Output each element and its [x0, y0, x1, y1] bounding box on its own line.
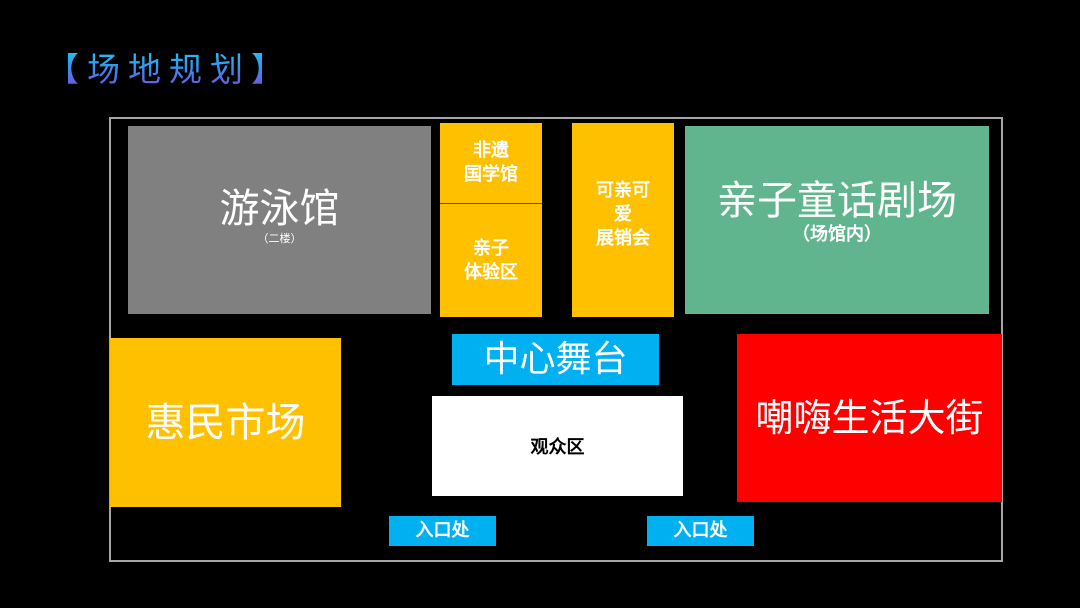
zone-swimming-pool: 游泳馆 （二楼） — [128, 126, 431, 314]
zone-parent-child-experience: 亲子 体验区 — [440, 204, 542, 317]
zone-divider — [440, 203, 542, 204]
zone-heritage-hall-line2: 国学馆 — [464, 164, 518, 185]
zone-cute-fair-line3: 展销会 — [596, 228, 650, 249]
zone-heritage-hall-line1: 非遗 — [473, 140, 509, 161]
zone-heritage-hall: 非遗 国学馆 — [440, 123, 542, 203]
zone-cute-fair-line2: 爱 — [614, 204, 632, 225]
entrance-right-label: 入口处 — [673, 520, 728, 541]
entrance-left: 入口处 — [389, 516, 496, 546]
zone-center-stage: 中心舞台 — [452, 334, 659, 385]
entrance-left-label: 入口处 — [415, 520, 470, 541]
zone-swimming-pool-label: 游泳馆 — [219, 186, 340, 232]
zone-street-label: 嘲嗨生活大街 — [755, 396, 984, 440]
zone-theater-label: 亲子童话剧场 — [717, 178, 957, 224]
zone-theater: 亲子童话剧场 （场馆内） — [685, 126, 989, 314]
zone-audience: 观众区 — [432, 396, 683, 496]
zone-cute-fair-line1: 可亲可 — [596, 180, 650, 201]
zone-parent-child-experience-line1: 亲子 — [473, 237, 509, 259]
zone-audience-label: 观众区 — [530, 437, 585, 458]
zone-market: 惠民市场 — [110, 338, 341, 507]
zone-center-stage-label: 中心舞台 — [483, 338, 628, 380]
zone-market-label: 惠民市场 — [145, 399, 306, 446]
zone-parent-child-experience-line2: 体验区 — [464, 261, 518, 283]
zone-street: 嘲嗨生活大街 — [737, 334, 1002, 502]
zone-cute-fair: 可亲可 爱 展销会 — [572, 123, 674, 317]
page-title: 【场地规划】 — [46, 48, 292, 92]
entrance-right: 入口处 — [647, 516, 754, 546]
zone-swimming-pool-note: （二楼） — [257, 232, 302, 245]
zone-theater-note: （场馆内） — [792, 224, 882, 245]
